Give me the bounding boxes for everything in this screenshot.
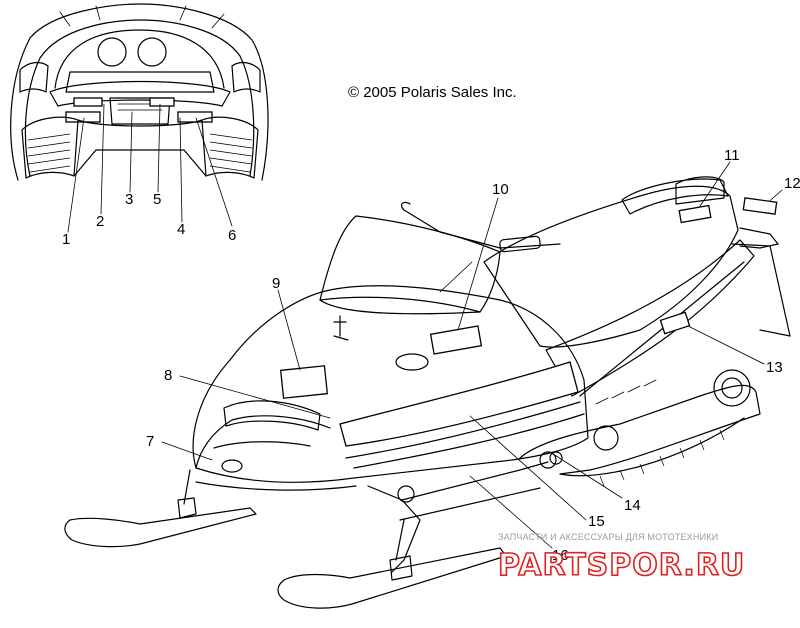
callout-6: 6 [228, 227, 236, 244]
callout-labels: 1 2 3 5 4 6 7 8 9 10 11 12 13 14 15 16 [62, 147, 800, 564]
callout-15: 15 [588, 513, 605, 530]
callout-3: 3 [125, 191, 133, 208]
callout-9: 9 [272, 275, 280, 292]
snowmobile [64, 176, 791, 609]
callout-14: 14 [624, 497, 641, 514]
callout-16: 16 [552, 547, 569, 564]
callout-10: 10 [492, 181, 509, 198]
callout-12: 12 [784, 175, 800, 192]
leader-lines [161, 161, 783, 549]
callout-11: 11 [724, 147, 740, 164]
callout-4: 5 [153, 191, 161, 208]
callout-13: 13 [766, 359, 783, 376]
windshield [319, 215, 501, 313]
watermark: ЗАПЧАСТИ И АКСЕССУАРЫ ДЛЯ МОТОТЕХНИКИ PA… [497, 532, 745, 584]
callout-1: 1 [62, 231, 70, 248]
decal-12 [742, 197, 778, 215]
dash-inset [10, 3, 269, 233]
callout-7: 7 [146, 433, 154, 450]
watermark-tagline: ЗАПЧАСТИ И АКСЕССУАРЫ ДЛЯ МОТОТЕХНИКИ [498, 532, 718, 542]
seat [483, 185, 739, 348]
callout-5: 4 [177, 221, 185, 238]
copyright-notice: © 2005 Polaris Sales Inc. [348, 84, 517, 101]
ski-right [277, 547, 507, 609]
callout-8: 8 [164, 367, 172, 384]
callout-2: 2 [96, 213, 104, 230]
ski-left [64, 507, 257, 548]
watermark-brand: PARTSPOR.RU [498, 548, 745, 583]
